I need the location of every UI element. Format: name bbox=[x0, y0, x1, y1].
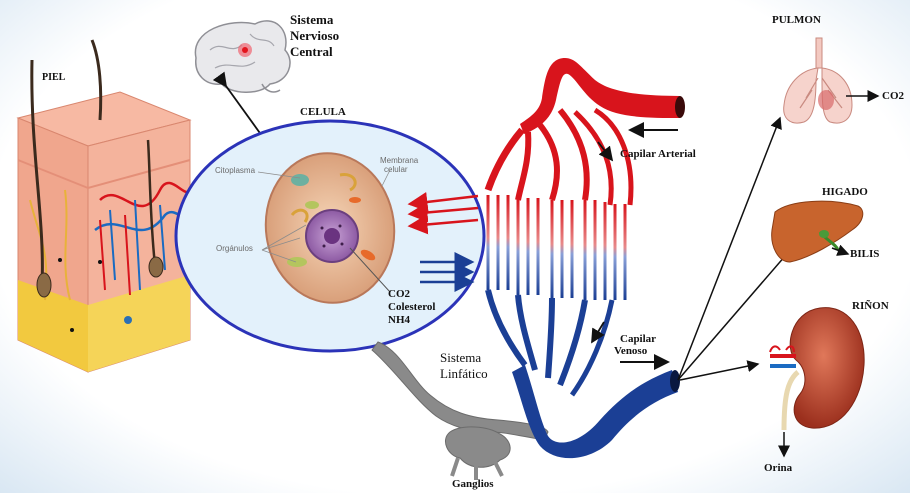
cell-region bbox=[176, 121, 484, 351]
to-kidney-arrow bbox=[680, 364, 758, 380]
membrane-label-line1: Membrana bbox=[380, 156, 418, 165]
bile-label: BILIS bbox=[850, 248, 879, 260]
cholesterol-label: Colesterol bbox=[388, 301, 435, 313]
cell-co2-label: CO2 bbox=[388, 288, 410, 300]
nh4-label: NH4 bbox=[388, 314, 410, 326]
cns-label-line1: Sistema bbox=[290, 12, 333, 28]
venous-capillary-label-line1: Capilar bbox=[620, 333, 656, 345]
capillary-network bbox=[488, 58, 685, 458]
lung-co2-label: CO2 bbox=[882, 90, 904, 102]
to-liver-arrow bbox=[678, 248, 792, 380]
kidney-illustration bbox=[770, 308, 864, 430]
skin-illustration bbox=[18, 40, 190, 372]
kidney-label: RIÑON bbox=[852, 300, 889, 312]
lymph-nodes-label: Ganglios bbox=[452, 478, 494, 490]
cns-label-line2: Nervioso bbox=[290, 28, 339, 44]
organelles-label: Orgánulos bbox=[216, 244, 253, 253]
cell-label: CELULA bbox=[300, 106, 346, 118]
skin-label: PIEL bbox=[42, 72, 65, 83]
arterial-capillary-label: Capilar Arterial bbox=[620, 148, 696, 160]
lung-illustration bbox=[784, 38, 852, 123]
bilis-arrow bbox=[832, 248, 848, 254]
lung-label: PULMON bbox=[772, 14, 821, 26]
membrane-label-line2: celular bbox=[384, 165, 408, 174]
venous-capillary-label-line2: Venoso bbox=[614, 345, 647, 357]
urine-label: Orina bbox=[764, 462, 792, 474]
lymphatic-label-line1: Sistema bbox=[440, 350, 481, 365]
brain-illustration bbox=[195, 21, 290, 92]
lymphatic-label-line2: Linfático bbox=[440, 366, 488, 381]
cytoplasm-label: Citoplasma bbox=[215, 166, 255, 175]
liver-label: HIGADO bbox=[822, 186, 868, 198]
cns-label-line3: Central bbox=[290, 44, 333, 60]
